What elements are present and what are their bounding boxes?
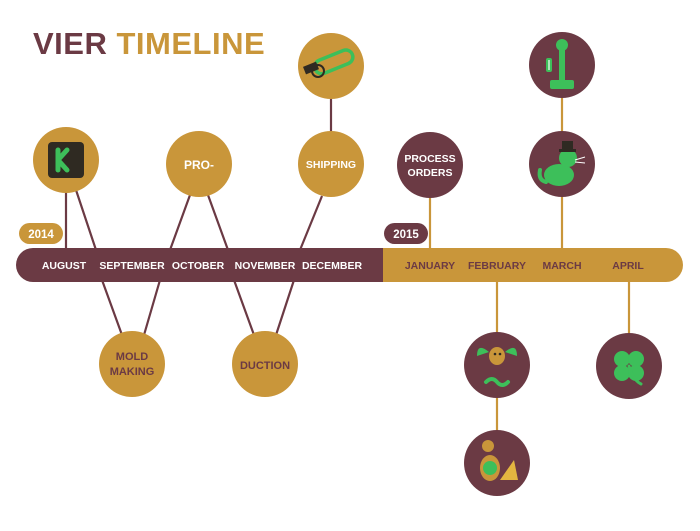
timeline-bar [16, 248, 683, 282]
svg-text:MOLD: MOLD [116, 351, 148, 363]
month-label: MARCH [542, 260, 581, 272]
milestone-mold-making: MOLD MAKING [99, 331, 165, 397]
connector [142, 279, 162, 336]
svg-text:MAKING: MAKING [110, 366, 155, 378]
page-title: VIER TIMELINE [33, 28, 265, 59]
year-pill-2015: 2015 [384, 223, 428, 244]
month-labels: AUGUST SEPTEMBER OCTOBER NOVEMBER DECEMB… [42, 260, 645, 272]
svg-text:PRO-: PRO- [184, 158, 214, 172]
svg-text:DUCTION: DUCTION [240, 360, 290, 372]
month-label: APRIL [612, 260, 644, 272]
connector [168, 194, 192, 251]
milestone-pro: PRO- [166, 131, 232, 197]
milestone-duction: DUCTION [232, 331, 298, 397]
timeline-bar-2015 [383, 248, 683, 282]
month-label: SEPTEMBER [99, 260, 165, 272]
connector [298, 195, 324, 251]
connector [100, 279, 124, 336]
month-label: DECEMBER [302, 260, 363, 272]
month-label: AUGUST [42, 260, 87, 272]
title-word-timeline: TIMELINE [116, 26, 266, 61]
top-hat-cat-icon [529, 131, 595, 197]
connector [232, 279, 256, 336]
svg-text:SHIPPING: SHIPPING [306, 159, 356, 171]
bird-worm-icon [464, 332, 530, 398]
svg-text:2015: 2015 [393, 229, 419, 241]
svg-text:2014: 2014 [28, 229, 54, 241]
mouse-cheese-icon [464, 430, 530, 496]
candlestick-phone-icon [529, 32, 595, 98]
kickstarter-icon [33, 127, 99, 193]
month-label: NOVEMBER [235, 260, 296, 272]
usb-key-icon [298, 33, 364, 99]
milestone-process-orders: PROCESS ORDERS [397, 132, 463, 198]
svg-text:PROCESS: PROCESS [404, 153, 455, 165]
clover-icon [596, 333, 662, 399]
year-pill-2014: 2014 [19, 223, 63, 244]
month-label: OCTOBER [172, 260, 225, 272]
month-label: JANUARY [405, 260, 455, 272]
title-word-vier: VIER [33, 26, 108, 61]
timeline-bar-2014 [16, 248, 383, 282]
connector [206, 194, 230, 251]
connectors [64, 97, 631, 432]
svg-text:ORDERS: ORDERS [408, 167, 453, 179]
connector [274, 279, 296, 336]
month-label: FEBRUARY [468, 260, 526, 272]
connector [74, 189, 98, 251]
milestone-shipping: SHIPPING [298, 131, 364, 197]
